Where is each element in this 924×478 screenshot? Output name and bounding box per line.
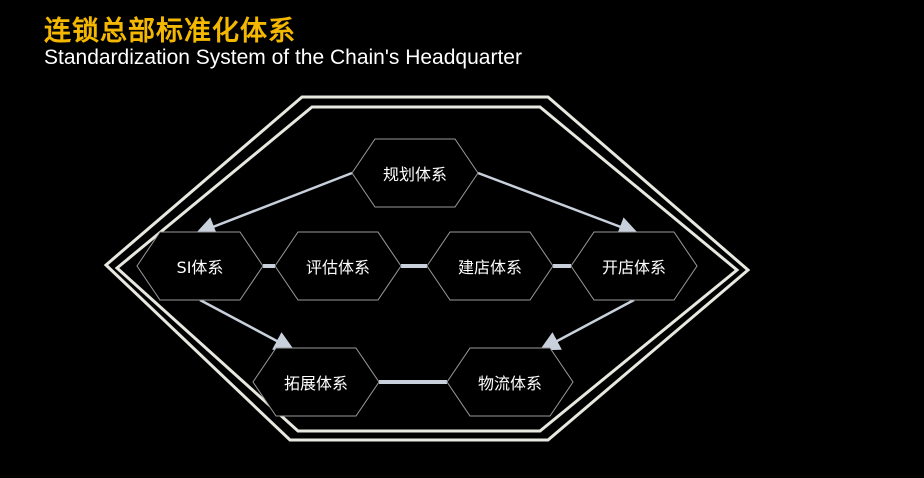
hexagon-node-si <box>136 231 264 301</box>
slide-title: 连锁总部标准化体系 <box>44 16 296 47</box>
slide-subtitle: Standardization System of the Chain's He… <box>44 46 522 69</box>
node-label-logistics: 物流体系 <box>477 374 543 393</box>
edge-opening-logistics <box>539 298 635 351</box>
node-label-si: SI体系 <box>176 258 224 277</box>
hexagon-node-planning <box>351 138 479 208</box>
node-label-expansion: 拓展体系 <box>283 374 349 393</box>
outer-frame <box>103 95 751 442</box>
node-label-planning: 规划体系 <box>382 165 448 184</box>
inner-frame <box>114 105 740 433</box>
node-label-opening: 开店体系 <box>601 258 667 277</box>
hexagon-node-logistics <box>446 347 574 417</box>
hexagon-node-opening <box>570 231 698 301</box>
edge-planning-opening <box>477 171 639 237</box>
edge-si-expansion <box>199 298 295 351</box>
node-label-construction: 建店体系 <box>457 258 523 277</box>
hexagon-node-construction <box>426 231 554 301</box>
hexagon-node-evaluation <box>274 231 402 301</box>
hexagon-node-expansion <box>252 347 380 417</box>
edge-planning-si <box>195 171 353 236</box>
node-label-evaluation: 评估体系 <box>305 258 371 277</box>
